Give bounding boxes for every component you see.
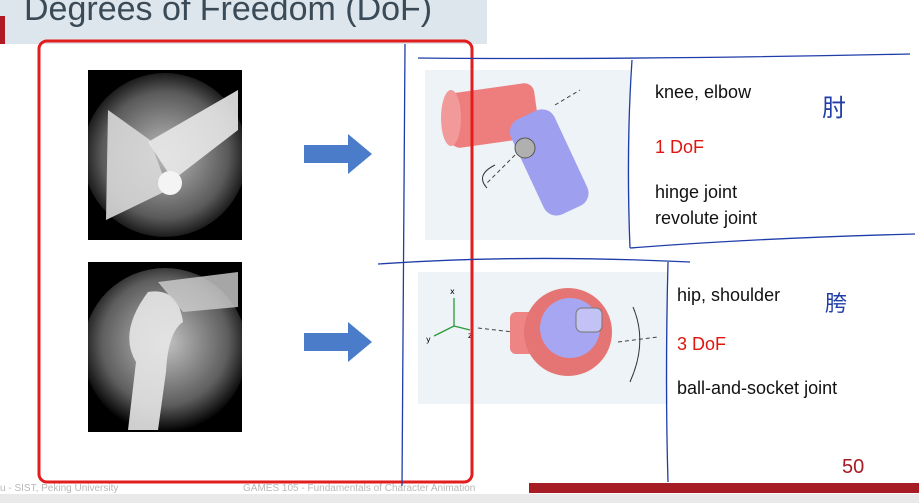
shoulder-xray-image	[88, 262, 242, 432]
footer-course: GAMES 105 - Fundamentals of Character An…	[243, 483, 476, 494]
footer-accent-bar	[529, 483, 919, 493]
title-accent-bar	[0, 16, 5, 44]
page-number: 50	[842, 456, 865, 478]
joint-type: hinge joint	[655, 182, 738, 202]
hinge-joint-diagram	[425, 70, 630, 240]
joint-examples: hip, shoulder	[677, 285, 781, 305]
joint-examples: knee, elbow	[655, 82, 752, 102]
elbow-xray-image	[88, 70, 242, 240]
window-bottom-strip	[0, 494, 919, 503]
svg-text:x: x	[450, 287, 455, 296]
ball-and-socket-diagram: x y z	[418, 272, 668, 404]
arrow-right-icon	[304, 134, 372, 174]
joint-type: ball-and-socket joint	[677, 378, 838, 398]
slide-title: Degrees of Freedom (DoF)	[24, 0, 433, 28]
title-banner	[0, 0, 487, 44]
handwritten-note: 肘	[822, 94, 846, 122]
footer-affiliation: u - SIST, Peking University	[0, 483, 119, 494]
arrow-right-icon	[304, 322, 372, 362]
dof-count: 3 DoF	[677, 334, 727, 354]
joint-type-alt: revolute joint	[655, 208, 758, 228]
dof-count: 1 DoF	[655, 137, 705, 157]
svg-text:z: z	[468, 331, 472, 340]
svg-text:y: y	[426, 335, 431, 344]
handwritten-note: 胯	[825, 292, 848, 317]
